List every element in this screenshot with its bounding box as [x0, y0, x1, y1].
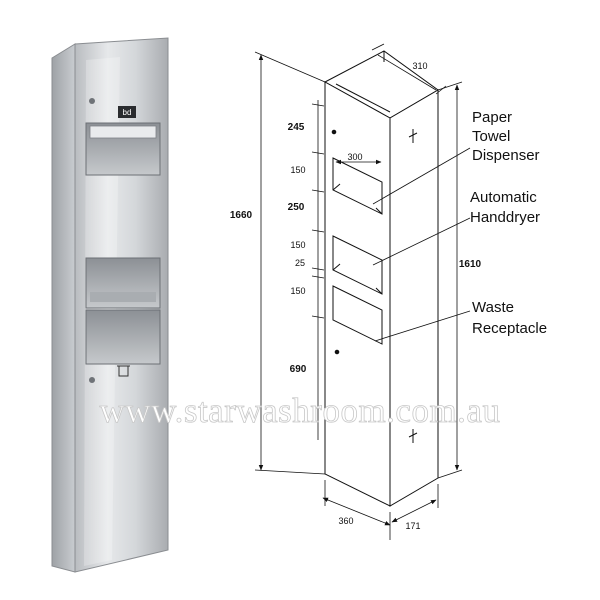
dim-segment: 250 [288, 202, 305, 213]
product-photo: bd [51, 37, 169, 573]
svg-text:Automatic: Automatic [470, 189, 537, 206]
dim-side-depth: 171 [405, 521, 420, 531]
svg-text:Waste: Waste [472, 299, 514, 316]
svg-text:Towel: Towel [472, 128, 510, 145]
technical-drawing [323, 50, 439, 507]
dim-segment: 150 [290, 165, 305, 175]
dim-opening-width: 300 [347, 152, 362, 162]
dim-depth-height: 1610 [459, 259, 482, 270]
dim-segment: 150 [290, 286, 305, 296]
dim-segment: 25 [295, 258, 305, 268]
lock-icon [89, 377, 95, 383]
svg-text:Paper: Paper [472, 109, 512, 126]
svg-text:Handdryer: Handdryer [470, 209, 540, 226]
waste-opening [85, 309, 161, 365]
label-automatic-handdryer: Automatic Handdryer [470, 189, 540, 226]
lock-icon [89, 98, 95, 104]
dim-top-width: 310 [412, 61, 427, 71]
dim-front-width: 360 [338, 516, 353, 526]
dim-segment: 150 [290, 240, 305, 250]
leader-lines [372, 147, 471, 342]
svg-text:Dispenser: Dispenser [472, 147, 540, 164]
dim-total-height: 1660 [230, 210, 253, 221]
svg-text:Receptacle: Receptacle [472, 320, 547, 337]
brand-badge [118, 106, 136, 118]
watermark-text: www.starwashroom.com.au [100, 391, 501, 430]
label-waste-receptacle: Waste Receptacle [472, 299, 547, 337]
brand-badge-text: bd [123, 108, 132, 117]
dimension-lines [254, 43, 463, 540]
dim-segment: 245 [288, 122, 305, 133]
trash-icon [117, 365, 130, 377]
dim-segment: 690 [290, 364, 307, 375]
label-paper-towel-dispenser: Paper Towel Dispenser [472, 109, 540, 164]
